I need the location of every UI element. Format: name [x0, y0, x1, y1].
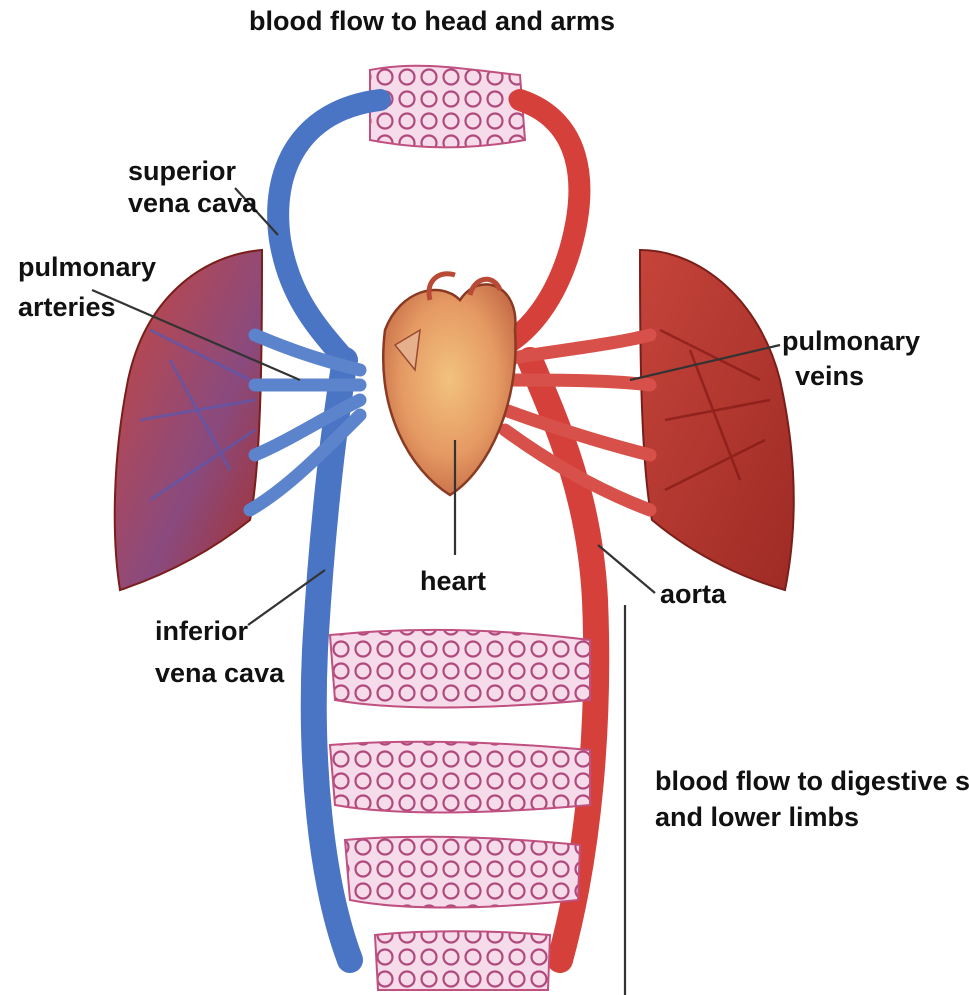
label-pulmonary-veins-line1: pulmonary — [782, 326, 920, 356]
right-lung — [640, 250, 794, 590]
capillary-bed-lower-limbs-1 — [345, 837, 580, 908]
label-head-arms: blood flow to head and arms — [249, 6, 615, 36]
label-pulmonary-arteries-line1: pulmonary — [18, 252, 156, 282]
label-lower-flow-line2: and lower limbs — [655, 802, 859, 832]
capillary-bed-digestive-2 — [330, 742, 590, 813]
label-pulmonary-veins-line2: veins — [795, 361, 864, 391]
left-lung — [115, 250, 262, 590]
capillary-bed-digestive-1 — [330, 630, 590, 708]
capillary-bed-lower-limbs-2 — [375, 931, 550, 990]
heart-illustration — [383, 274, 515, 495]
label-superior-vena-cava-line1: superior — [128, 156, 237, 186]
label-lower-flow-line1: blood flow to digestive sy — [655, 766, 969, 796]
label-superior-vena-cava-line2: vena cava — [128, 188, 258, 218]
label-inferior-vena-cava-line1: inferior — [155, 616, 249, 646]
capillary-bed-head — [370, 66, 525, 148]
label-inferior-vena-cava-line2: vena cava — [155, 658, 285, 688]
label-heart: heart — [420, 566, 486, 596]
superior-vena-cava — [278, 100, 380, 360]
pulmonary-arteries — [250, 335, 360, 510]
label-aorta: aorta — [660, 579, 727, 609]
label-pulmonary-arteries-line2: arteries — [18, 292, 116, 322]
